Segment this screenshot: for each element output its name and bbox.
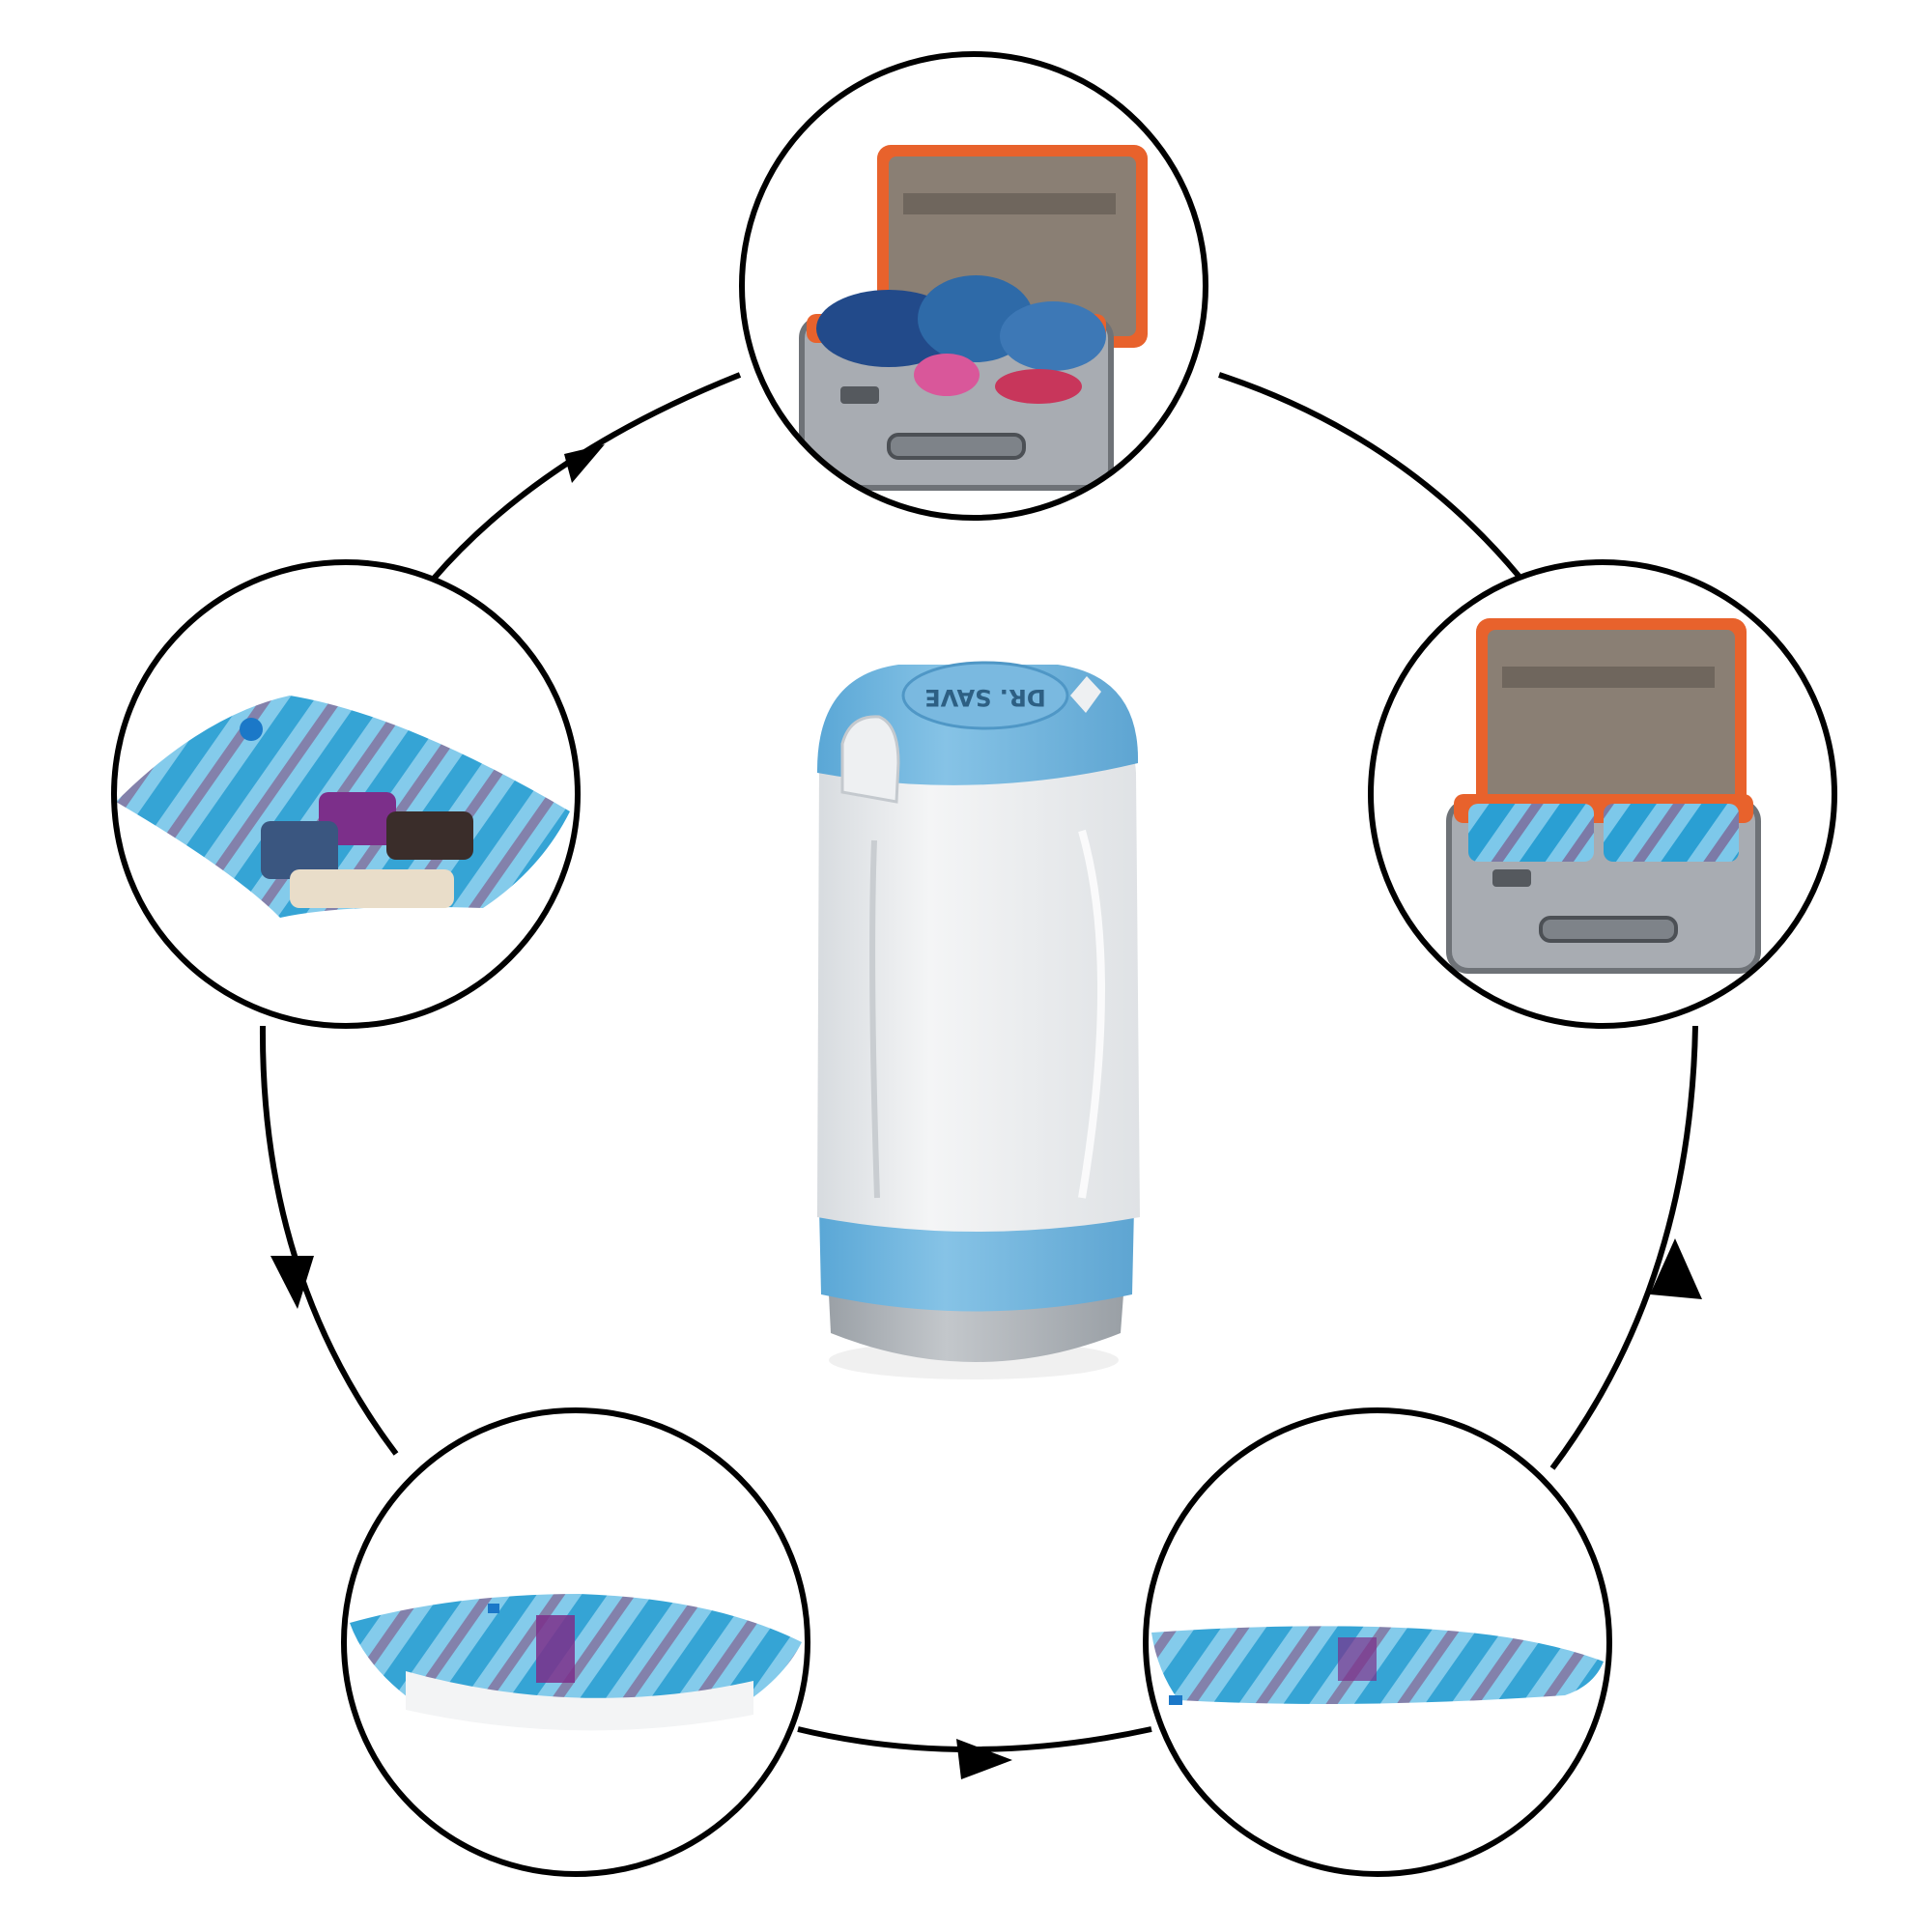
connector-left-to-bottom-left <box>259 1025 399 1456</box>
arrowhead-icon <box>270 1256 314 1309</box>
step-suitcase-packed-bags <box>1368 559 1837 1029</box>
connector-top-to-left <box>430 372 742 582</box>
arrowhead-icon <box>564 444 605 483</box>
connector-right-to-top <box>1218 372 1521 578</box>
pump-brand-logo: DR. SAVE <box>924 684 1046 711</box>
arrowhead-icon <box>1650 1238 1702 1299</box>
step-bag-compressed <box>1143 1407 1612 1877</box>
arrowhead-icon <box>956 1739 1012 1779</box>
step-bag-with-clothes <box>111 559 581 1029</box>
cycle-arrowheads <box>270 444 1702 1779</box>
connector-bottom-right-to-right <box>1549 1025 1698 1470</box>
step-suitcase-loose-clothes <box>739 51 1208 521</box>
step-bag-sealed <box>341 1407 810 1877</box>
vacuum-pump-image: DR. SAVE <box>816 661 1140 1379</box>
